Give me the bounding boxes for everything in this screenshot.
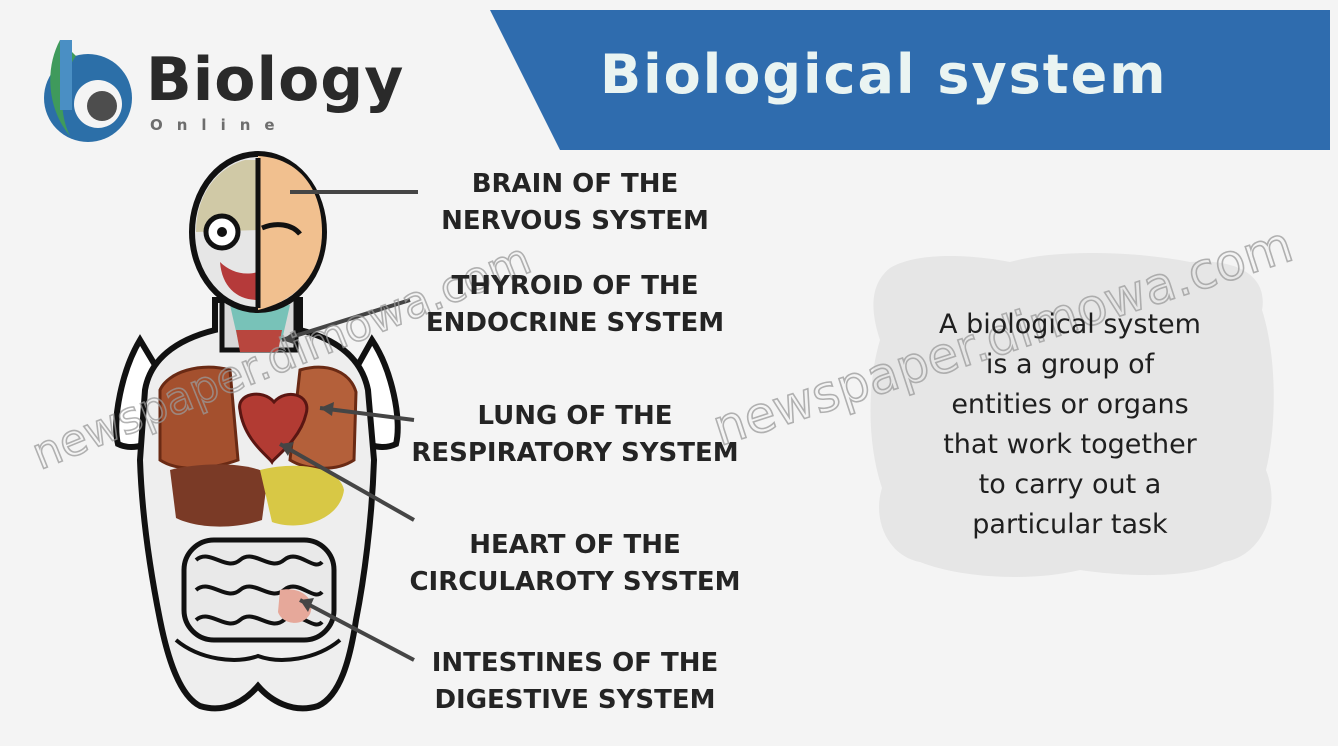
label-intestines-line-1: INTESTINES OF THE — [380, 645, 770, 682]
logo-subtitle: Online — [150, 118, 289, 133]
definition-line-5: to carry out a — [890, 465, 1250, 505]
label-thyroid-line-1: THYROID OF THE — [380, 268, 770, 305]
page-title: Biological system — [600, 48, 1168, 102]
label-lung-line-1: LUNG OF THE — [380, 398, 770, 435]
label-heart-line-1: HEART OF THE — [380, 527, 770, 564]
definition-line-2: is a group of — [890, 345, 1250, 385]
label-thyroid-line-2: ENDOCRINE SYSTEM — [380, 305, 770, 342]
definition-text: A biological system is a group of entiti… — [890, 305, 1250, 545]
definition-line-4: that work together — [890, 425, 1250, 465]
label-heart: HEART OF THE CIRCULAROTY SYSTEM — [380, 527, 770, 601]
definition-line-6: particular task — [890, 505, 1250, 545]
label-brain-line-1: BRAIN OF THE — [380, 166, 770, 203]
label-brain: BRAIN OF THE NERVOUS SYSTEM — [380, 166, 770, 240]
definition-line-3: entities or organs — [890, 385, 1250, 425]
label-lung: LUNG OF THE RESPIRATORY SYSTEM — [380, 398, 770, 472]
label-thyroid: THYROID OF THE ENDOCRINE SYSTEM — [380, 268, 770, 342]
label-heart-line-2: CIRCULAROTY SYSTEM — [380, 564, 770, 601]
label-brain-line-2: NERVOUS SYSTEM — [380, 203, 770, 240]
label-intestines: INTESTINES OF THE DIGESTIVE SYSTEM — [380, 645, 770, 719]
label-lung-line-2: RESPIRATORY SYSTEM — [380, 435, 770, 472]
logo-name: Biology — [146, 50, 404, 110]
definition-line-1: A biological system — [890, 305, 1250, 345]
label-intestines-line-2: DIGESTIVE SYSTEM — [380, 682, 770, 719]
biology-online-logo-icon — [44, 40, 132, 142]
